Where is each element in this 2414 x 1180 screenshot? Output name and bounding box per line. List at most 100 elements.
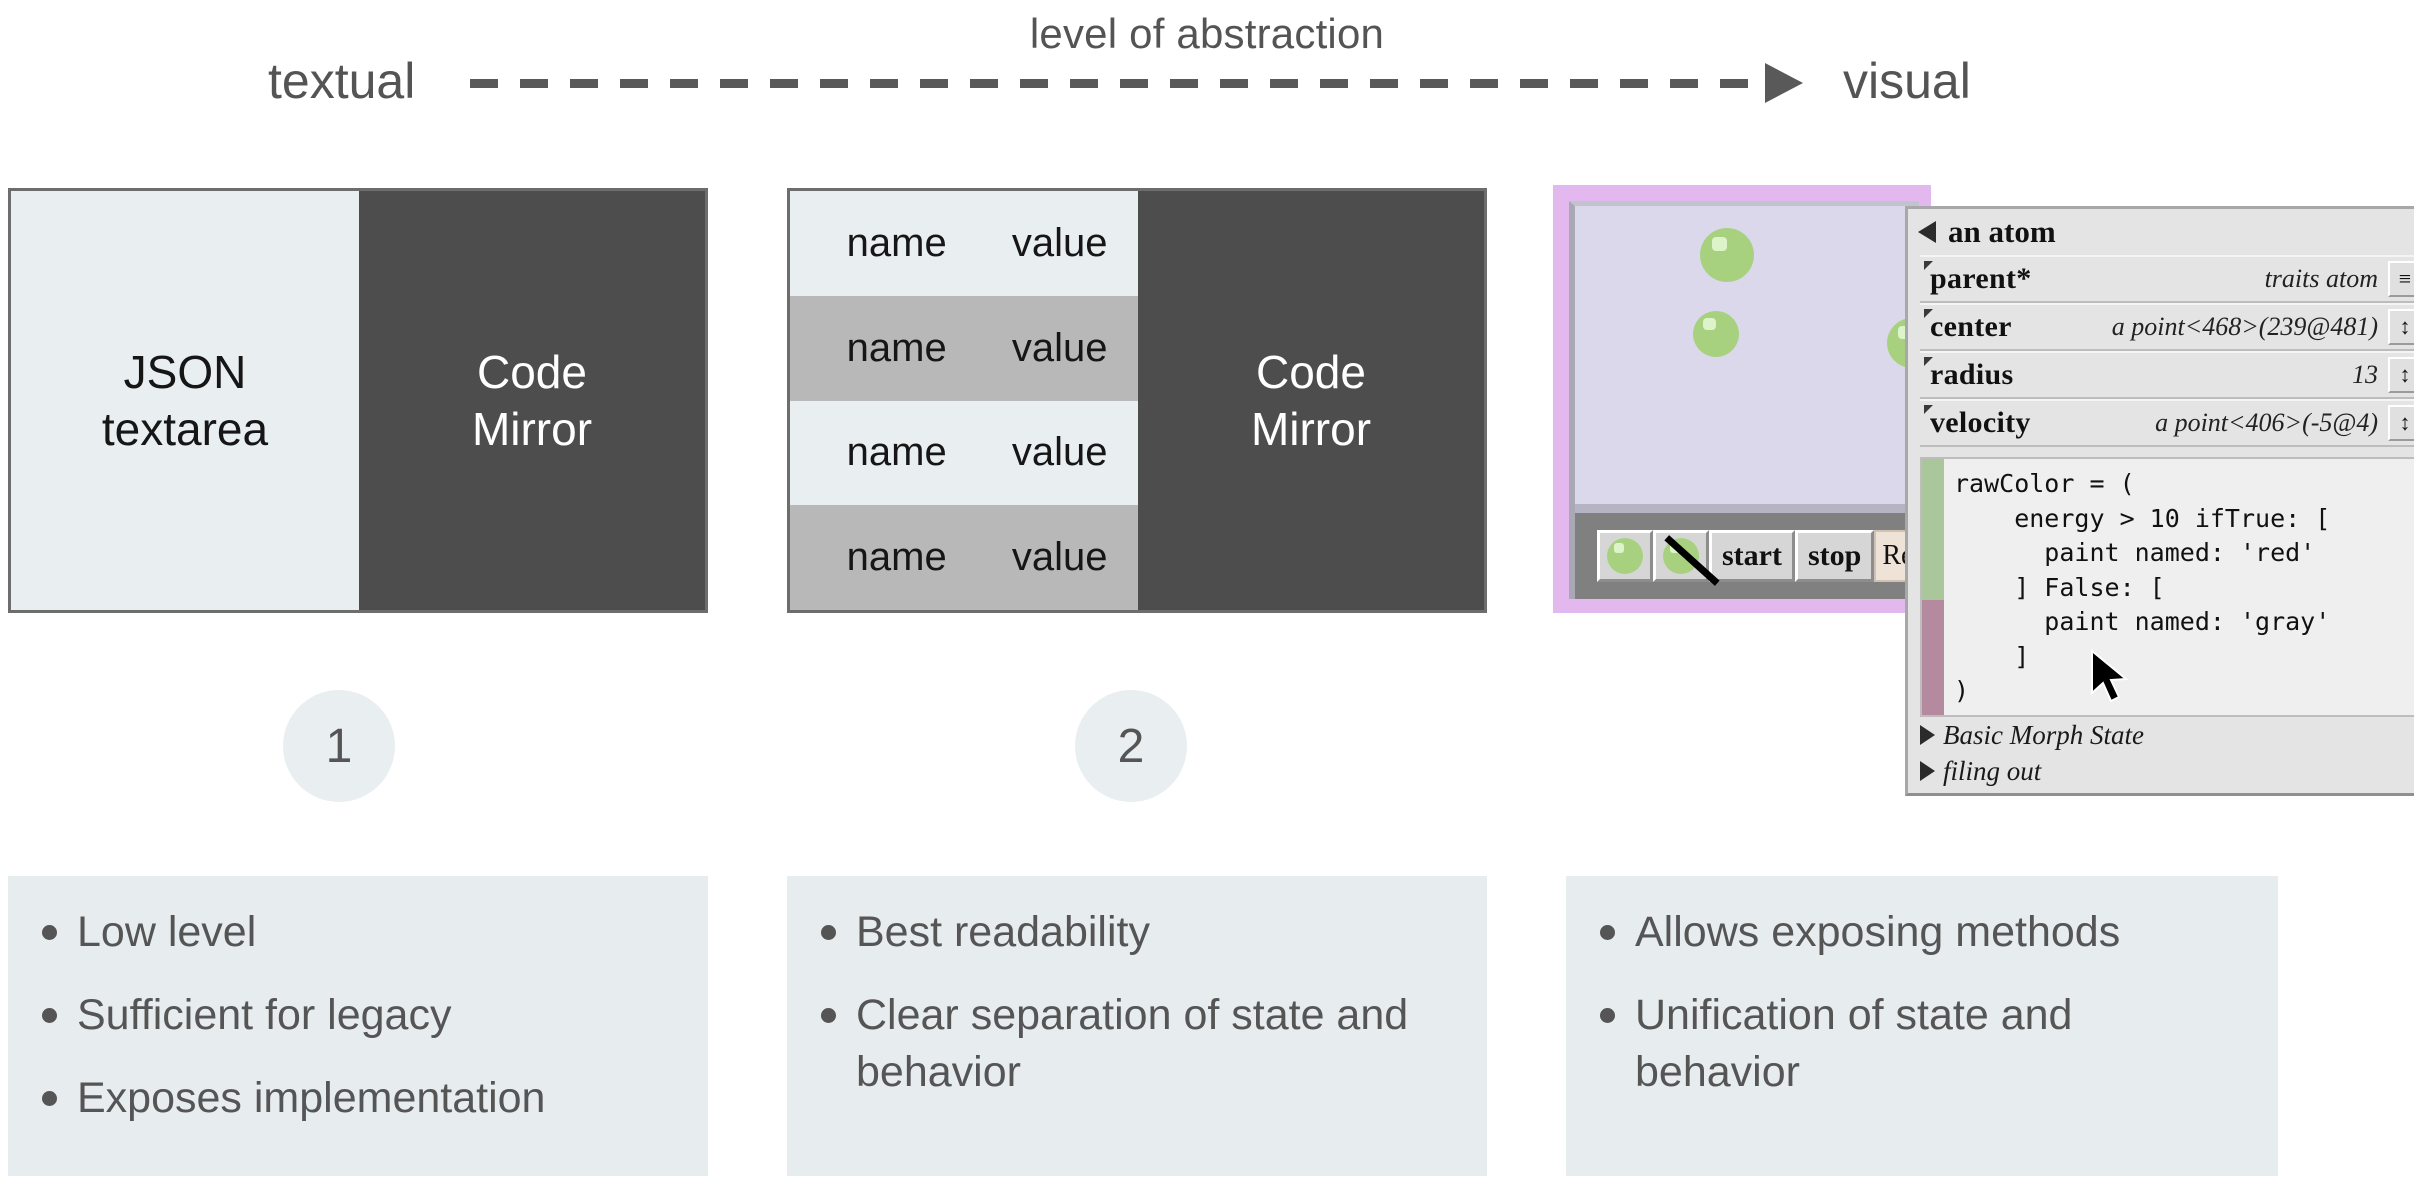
table-cell-value: value xyxy=(1011,220,1108,265)
inspector-titlebar[interactable]: an atom xyxy=(1908,209,2414,255)
field-menu-icon[interactable]: ≡ xyxy=(2388,261,2414,297)
list-item: Unification of state and behavior xyxy=(1600,987,2244,1101)
list-item: Exposes implementation xyxy=(42,1070,674,1127)
bullet-dot-icon xyxy=(42,1090,57,1106)
field-flag-icon xyxy=(1924,357,1933,366)
remove-atom-button[interactable] xyxy=(1653,530,1720,586)
axis-label-textual: textual xyxy=(268,53,416,109)
table-cell-value: value xyxy=(1011,535,1108,580)
bullet-label: Best readability xyxy=(856,908,1150,956)
bullet-dot-icon xyxy=(1600,1007,1615,1023)
list-item: Clear separation of state and behavior xyxy=(821,987,1453,1101)
table-row[interactable]: name value xyxy=(790,400,1138,506)
canvas-shadow xyxy=(1575,504,1919,513)
pane-code-mirror[interactable]: Code Mirror xyxy=(1138,191,1484,610)
axis-dash-segment xyxy=(520,78,548,88)
list-item: Low level xyxy=(42,904,674,961)
axis-dash-segment xyxy=(720,78,748,88)
code-gutter xyxy=(1922,459,1944,715)
inspector-row-velocity[interactable]: velocity a point<406>(-5@4) ↕ xyxy=(1920,399,2414,447)
axis-dash-segment xyxy=(670,78,698,88)
panel-name-value-table: name value name value name value name va… xyxy=(787,188,1487,613)
step-badge-2: 2 xyxy=(1075,690,1187,802)
morph-window: start stop Resi xyxy=(1569,201,1937,599)
axis-dash-segment xyxy=(1670,78,1698,88)
inspector-row-parent[interactable]: parent* traits atom ≡ xyxy=(1920,255,2414,303)
start-button[interactable]: start xyxy=(1709,530,1795,582)
axis-dash-segment xyxy=(1520,78,1548,88)
expander-basic-morph-state[interactable]: Basic Morph State xyxy=(1908,717,2414,753)
inspector-title: an atom xyxy=(1948,214,2056,249)
table-row[interactable]: name value xyxy=(790,505,1138,610)
bullet-dot-icon xyxy=(42,1007,57,1023)
stop-button[interactable]: stop xyxy=(1794,530,1875,582)
bullet-dot-icon xyxy=(821,1007,836,1023)
axis-dash-segment xyxy=(820,78,848,88)
triangle-right-icon xyxy=(1920,761,1935,781)
code-editor[interactable]: rawColor = ( energy > 10 ifTrue: [ paint… xyxy=(1920,457,2414,717)
field-value: a point<468>(239@481) xyxy=(2111,312,2378,341)
table-cell-name: name xyxy=(846,430,947,475)
table-cell-name: name xyxy=(846,220,947,265)
table-row[interactable]: name value xyxy=(790,191,1138,296)
pane-name-value-table: name value name value name value name va… xyxy=(790,191,1138,610)
triangle-left-icon[interactable] xyxy=(1918,221,1936,243)
bullet-card-2: Best readability Clear separation of sta… xyxy=(787,876,1487,1176)
gutter-segment-mauve xyxy=(1922,599,1944,715)
list-item: Best readability xyxy=(821,904,1453,961)
axis-dash-segment xyxy=(970,78,998,88)
atom-circle-icon[interactable] xyxy=(1700,228,1754,282)
bullet-dot-icon xyxy=(1600,925,1615,940)
bullet-label: Exposes implementation xyxy=(77,1073,546,1122)
bullet-card-3: Allows exposing methods Unification of s… xyxy=(1566,876,2278,1176)
axis-dash-segment xyxy=(1720,78,1748,88)
panel-json-textarea: JSON textarea Code Mirror xyxy=(8,188,708,613)
table-cell-value: value xyxy=(1011,325,1108,370)
axis-dash-segment xyxy=(770,78,798,88)
axis-caption: level of abstraction xyxy=(1029,10,1385,57)
bullet-label: Unification of state and behavior xyxy=(1635,990,2073,1096)
pane-code-mirror[interactable]: Code Mirror xyxy=(359,191,705,610)
pane-json-textarea[interactable]: JSON textarea xyxy=(11,191,359,610)
atom-circle-icon[interactable] xyxy=(1693,311,1739,357)
table-row[interactable]: name value xyxy=(790,295,1138,401)
list-item: Allows exposing methods xyxy=(1600,904,2244,961)
bullet-label: Allows exposing methods xyxy=(1635,908,2121,956)
field-flag-icon xyxy=(1924,405,1933,414)
pane-label-line1: JSON xyxy=(123,346,247,399)
pane-label-line1: Code xyxy=(477,346,587,399)
inspector-row-center[interactable]: center a point<468>(239@481) ↕ xyxy=(1920,303,2414,351)
field-stepper-icon[interactable]: ↕ xyxy=(2388,357,2414,393)
bullet-label: Low level xyxy=(77,908,257,956)
morph-canvas[interactable] xyxy=(1575,206,1937,504)
list-item: Sufficient for legacy xyxy=(42,987,674,1044)
axis-dash-segment xyxy=(1070,78,1098,88)
add-atom-button[interactable] xyxy=(1597,530,1653,582)
field-stepper-icon[interactable]: ↕ xyxy=(2388,309,2414,345)
table-cell-value: value xyxy=(1011,430,1108,475)
bullet-dot-icon xyxy=(821,925,836,940)
field-name: parent* xyxy=(1930,262,2032,295)
field-value: traits atom xyxy=(2264,264,2378,293)
axis-dash-segment xyxy=(1220,78,1248,88)
table-cell-name: name xyxy=(846,325,947,370)
expander-filing-out[interactable]: filing out xyxy=(1908,753,2414,789)
axis-dash-segment xyxy=(1620,78,1648,88)
pane-label-line2: Mirror xyxy=(471,402,593,455)
axis-dash-segment xyxy=(1470,78,1498,88)
inspector-row-radius[interactable]: radius 13 ↕ xyxy=(1920,351,2414,399)
field-value: a point<406>(-5@4) xyxy=(2155,408,2378,437)
axis-dash-segment xyxy=(870,78,898,88)
field-flag-icon xyxy=(1924,309,1933,318)
axis-arrowhead-icon xyxy=(1765,63,1803,103)
field-stepper-icon[interactable]: ↕ xyxy=(2388,405,2414,441)
bullet-label: Sufficient for legacy xyxy=(77,990,452,1039)
code-text[interactable]: rawColor = ( energy > 10 ifTrue: [ paint… xyxy=(1954,469,2331,705)
bullet-label: Clear separation of state and behavior xyxy=(856,990,1409,1096)
name-value-table: name value name value name value name va… xyxy=(790,191,1138,610)
expander-label: filing out xyxy=(1943,755,2042,786)
axis-dash-segment xyxy=(620,78,648,88)
field-name: velocity xyxy=(1930,406,2031,439)
object-inspector-window: an atom parent* traits atom ≡ center a p… xyxy=(1905,206,2414,796)
